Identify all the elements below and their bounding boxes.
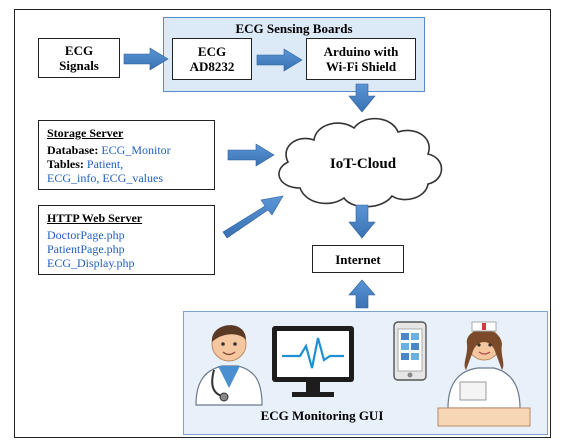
gui-label: ECG Monitoring GUI [261,408,384,423]
storage-db-row: Database: ECG_Monitor [47,143,206,157]
ecg-signals-line1: ECG [64,43,94,58]
storage-server-box: Storage Server Database: ECG_Monitor Tab… [38,120,215,190]
iot-cloud-label: IoT-Cloud [330,156,397,172]
arrow-signals-to-board [123,47,169,71]
arrow-storage-to-cloud [227,143,275,167]
db-label: Database: [47,143,99,157]
arduino-wifi-box: Arduino with Wi-Fi Shield [306,38,416,80]
ecg-monitor-icon [272,326,354,397]
internet-box: Internet [312,245,404,273]
storage-server-title: Storage Server [47,126,124,140]
http-web-server-box: HTTP Web Server DoctorPage.php PatientPa… [38,205,215,275]
storage-tables-row: Tables: Patient, [47,157,206,171]
http-page-patient: PatientPage.php [47,242,125,256]
ecg-signals-box: ECG Signals [38,38,120,78]
http-page-doctor: DoctorPage.php [47,228,125,242]
ecg-signals-line2: Signals [59,58,99,73]
arrow-board-to-arduino [256,48,303,72]
nurse-icon [437,321,531,427]
arrow-cloud-to-internet [348,204,376,239]
ecg-ad8232-box: ECG AD8232 [172,38,252,80]
arrow-http-to-cloud [222,195,284,239]
http-server-title: HTTP Web Server [47,211,143,225]
arrow-arduino-to-cloud [348,83,376,113]
arduino-line1: Arduino with [323,44,399,59]
db-value: ECG_Monitor [101,143,171,157]
internet-label: Internet [335,251,381,267]
smartphone-icon [393,321,427,381]
diagram-frame [14,9,551,438]
ecg-board-line2: AD8232 [189,59,235,74]
tables-value1: Patient, [86,157,124,171]
tables-value2: ECG_info, ECG_values [47,171,163,185]
sensing-boards-title: ECG Sensing Boards [235,21,353,36]
doctor-icon [195,325,263,406]
ecg-board-line1: ECG [197,44,227,59]
tables-label: Tables: [47,157,84,171]
arrow-gui-to-internet [348,279,376,309]
http-page-ecg-display: ECG_Display.php [47,256,135,270]
arduino-line2: Wi-Fi Shield [325,59,397,74]
